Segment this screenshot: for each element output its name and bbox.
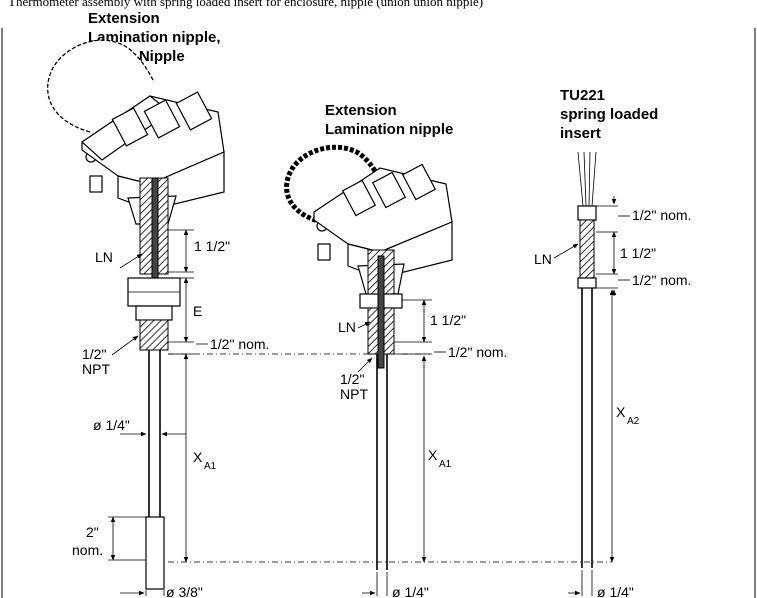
assembly-3-insert [577, 205, 597, 568]
assembly-1-tip-length-line-1: 2" [86, 524, 99, 540]
assembly-1-ln-label: LN [95, 249, 113, 265]
assembly-2-ln-length: 1 1/2" [430, 312, 466, 328]
assembly-1-title-line-2: Lamination nipple, [88, 29, 221, 46]
assembly-3: TU221 spring loaded insert 1/2" nom. 1 1… [534, 87, 691, 598]
assembly-3-title-line-1: TU221 [560, 87, 605, 104]
assembly-2: Extension Lamination nipple [284, 102, 507, 598]
assembly-3-title-line-3: insert [560, 125, 601, 142]
assembly-1-tip-diameter: ø 3/8" [166, 584, 203, 598]
assembly-3-tip-diameter: ø 1/4" [597, 584, 634, 598]
assembly-3-immersion-length: X [616, 404, 626, 420]
assembly-3-ln-length: 1 1/2" [620, 245, 656, 261]
assembly-1-ln-length: 1 1/2" [194, 238, 230, 254]
assembly-2-ln-label: LN [338, 319, 356, 335]
assembly-1-extension [127, 177, 181, 351]
caption-fragment: Thermometer assembly with spring loaded … [8, 0, 483, 9]
assembly-2-sheath [376, 354, 388, 570]
assembly-3-ln-label: LN [534, 251, 552, 267]
assembly-1-sheath [145, 350, 165, 590]
assembly-2-nominal-label: 1/2" nom. [448, 344, 507, 360]
assembly-3-immersion-subscript: A2 [627, 416, 640, 427]
assembly-3-title-line-2: spring loaded [560, 106, 658, 123]
assembly-1: Extension Lamination nipple, Union, Nipp… [47, 10, 269, 598]
assembly-1-title-line-1: Extension [88, 10, 160, 27]
assembly-1-tip-length-line-2: nom. [72, 542, 103, 558]
assembly-2-extension [359, 249, 403, 369]
assembly-1-npt-line-1: 1/2" [82, 346, 106, 362]
assembly-1-immersion-length: X [193, 449, 203, 465]
assembly-2-npt-line-1: 1/2" [340, 371, 364, 387]
assembly-2-npt-line-2: NPT [340, 386, 368, 402]
assembly-2-title-line-1: Extension [325, 102, 397, 119]
assembly-2-tip-diameter: ø 1/4" [392, 584, 429, 598]
assembly-2-immersion-subscript: A1 [439, 459, 452, 470]
assembly-1-extension-length: E [193, 303, 202, 319]
assembly-1-nominal-label: 1/2" nom. [210, 336, 269, 352]
assembly-1-sheath-diameter: ø 1/4" [93, 417, 130, 433]
assembly-2-title-line-2: Lamination nipple [325, 121, 453, 138]
assembly-3-nominal-top-label: 1/2" nom. [632, 207, 691, 223]
assembly-3-lead-wires [577, 151, 597, 207]
assembly-1-immersion-subscript: A1 [204, 461, 217, 472]
assembly-1-npt-line-2: NPT [82, 361, 110, 377]
assembly-2-immersion-length: X [428, 447, 438, 463]
assembly-3-nominal-bottom-label: 1/2" nom. [632, 272, 691, 288]
